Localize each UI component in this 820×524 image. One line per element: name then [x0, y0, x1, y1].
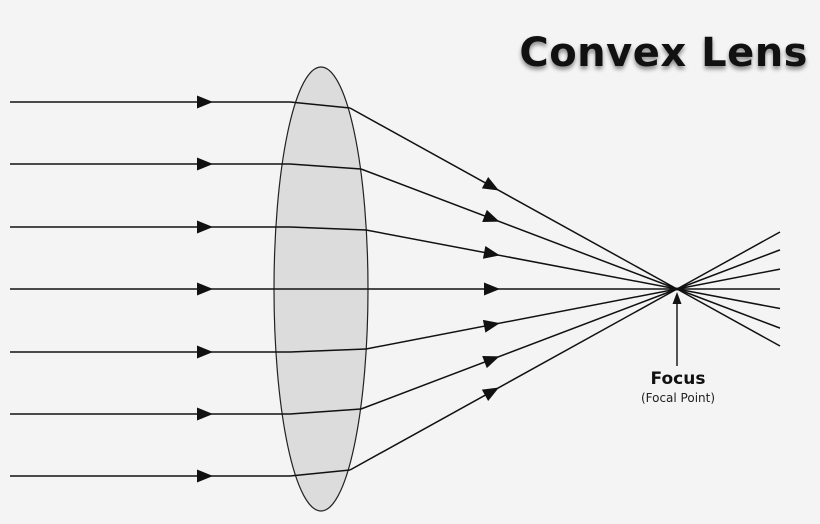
diverging-ray-5	[676, 268, 781, 290]
lens-refraction-5	[289, 348, 367, 353]
diverging-ray-2	[676, 288, 781, 329]
refracted-arrow-6	[482, 356, 500, 369]
ray-group	[10, 95, 781, 483]
refracted-arrow-2	[482, 209, 500, 222]
refracted-ray-7	[349, 288, 678, 471]
incident-arrow-2	[197, 157, 213, 171]
refracted-arrow-4	[484, 282, 500, 296]
incident-arrow-6	[197, 407, 213, 421]
lens-refraction-7	[289, 469, 351, 477]
refracted-ray-1	[349, 107, 678, 290]
incident-arrow-3	[197, 220, 213, 234]
diverging-ray-1	[676, 288, 781, 347]
diverging-ray-3	[676, 288, 781, 310]
focus-label: Focus	[650, 369, 706, 389]
lens-refraction-6	[289, 408, 362, 415]
refracted-ray-6	[360, 288, 678, 410]
lens-refraction-3	[289, 226, 367, 231]
refracted-ray-5	[365, 288, 678, 350]
refracted-arrow-7	[481, 387, 499, 401]
diverging-ray-7	[676, 231, 781, 290]
diagram-title: Convex Lens	[519, 30, 808, 76]
refracted-ray-3	[365, 229, 678, 290]
lens-refraction-1	[289, 101, 351, 109]
diverging-ray-6	[676, 249, 781, 290]
focal-point-marker	[675, 287, 679, 291]
focal-point-sublabel: (Focal Point)	[640, 391, 716, 405]
refracted-ray-2	[360, 168, 678, 290]
incident-arrow-1	[197, 95, 213, 109]
focus-pointer-arrowhead	[672, 292, 682, 304]
incident-arrow-4	[197, 282, 213, 296]
refracted-arrow-1	[481, 177, 499, 191]
incident-arrow-7	[197, 469, 213, 483]
refracted-arrow-3	[482, 246, 500, 259]
lens-refraction-2	[289, 163, 362, 170]
refracted-arrow-5	[482, 319, 500, 333]
incident-arrow-5	[197, 345, 213, 359]
